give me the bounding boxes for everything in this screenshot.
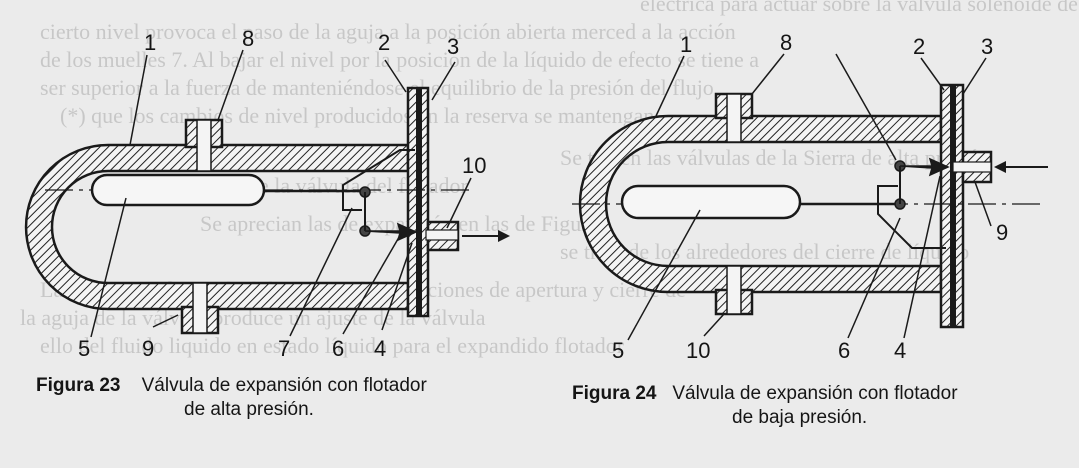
part-label: 2 — [378, 30, 390, 55]
bleed-through-line: (*) que los cambios de nivel producidos … — [60, 103, 655, 128]
outlet-bore — [425, 229, 459, 241]
bleed-through-line: ello del fluido liquido en estado líquid… — [40, 333, 625, 358]
leader-lines — [90, 49, 472, 338]
vessel-shell — [24, 143, 410, 311]
part-label: 2 — [913, 34, 925, 59]
part-label: 5 — [78, 336, 90, 361]
caption-text: de baja presión. — [732, 407, 868, 428]
part-label: 3 — [447, 34, 459, 59]
part-label: 9 — [996, 220, 1008, 245]
figure-24-caption: Figura 24 Válvula de expansión con flota… — [572, 382, 958, 430]
part-label: 5 — [612, 338, 624, 363]
part-label: 10 — [686, 338, 710, 363]
figure-number: Figura 24 — [572, 383, 657, 404]
figure-24-diagram: 1 8 2 3 9 5 10 6 4 — [572, 30, 1048, 363]
part-label: 6 — [332, 336, 344, 361]
bottom-nozzle-bore — [192, 282, 208, 334]
bleed-through-line: cierto nivel provoca el paso de la aguja… — [40, 19, 736, 44]
bleed-through-line: ser superior a la fuerza de manteniéndos… — [40, 75, 714, 100]
part-label: 10 — [462, 153, 486, 178]
float — [90, 173, 266, 207]
caption-text: Válvula de expansión con flotador — [141, 375, 427, 396]
lever-bracket — [342, 149, 415, 211]
top-nozzle-bore — [196, 119, 212, 172]
needle — [364, 222, 418, 242]
flange-core — [950, 85, 956, 327]
part-label: 3 — [981, 34, 993, 59]
flow-arrow-head — [498, 230, 510, 242]
float — [620, 184, 802, 220]
figure-number: Figura 23 — [36, 375, 121, 396]
top-nozzle-bore — [726, 93, 742, 143]
inlet-bore — [952, 161, 992, 173]
needle — [899, 157, 950, 177]
part-label: 6 — [838, 338, 850, 363]
part-label: 1 — [144, 30, 156, 55]
caption-text: Válvula de expansión con flotador — [672, 383, 958, 404]
flow-arrow-head — [994, 161, 1006, 173]
part-label: 8 — [242, 26, 254, 51]
figure-23-caption: Figura 23 Válvula de expansión con flota… — [36, 374, 427, 422]
part-label: 8 — [780, 30, 792, 55]
part-label: 1 — [680, 32, 692, 57]
bleed-through-line: de los muelles 7. Al bajar el nivel por … — [40, 47, 760, 72]
figure-23-diagram: 1 8 2 3 10 5 9 7 6 4 — [24, 26, 510, 361]
vessel-shell — [578, 114, 943, 294]
caption-text: de alta presión. — [184, 399, 314, 420]
leader-lines — [627, 53, 992, 341]
flange-core — [416, 88, 422, 316]
part-label: 7 — [278, 336, 290, 361]
part-label: 9 — [142, 336, 154, 361]
bottom-nozzle-bore — [726, 265, 742, 315]
part-label: 4 — [894, 338, 906, 363]
bleed-through-line: eléctrica para actuar sobre la válvula s… — [640, 0, 1079, 16]
part-label: 4 — [374, 336, 386, 361]
